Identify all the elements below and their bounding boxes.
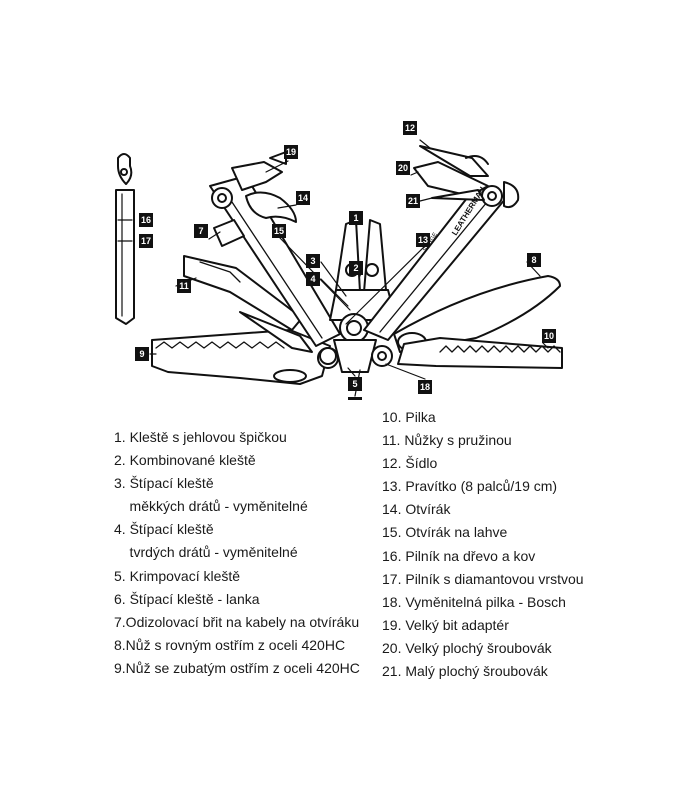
- callout-16: 16: [139, 213, 153, 227]
- legend-item: 11. Nůžky s pružinou: [382, 432, 512, 449]
- callout-2: 2: [349, 261, 363, 275]
- callout-box: [542, 329, 556, 343]
- callout-number: 10: [544, 331, 554, 341]
- callout-3: 3: [306, 254, 320, 268]
- legend-item: 6. Štípací kleště - lanka: [114, 590, 260, 607]
- scissors-illustration: [183, 255, 313, 353]
- legend-item: 5. Krimpovací kleště: [114, 567, 241, 584]
- legend-item: 21. Malý plochý šroubovák: [382, 663, 548, 680]
- legend-left-column: 1. Kleště s jehlovou špičkou 2. Kombinova…: [114, 426, 360, 680]
- callout-number: 18: [420, 382, 430, 392]
- callout-box: [272, 224, 286, 238]
- callout-number: 17: [141, 236, 151, 246]
- callout-9: 9: [135, 347, 149, 361]
- left-handle-illustration: [209, 151, 341, 347]
- legend-item: 16. Pilník na dřevo a kov: [382, 547, 536, 564]
- legend-item: 7.Odizolovací břit na kabely na otvíráku: [114, 613, 360, 630]
- callout-number: 14: [298, 193, 308, 203]
- legend-item: 8.Nůž s rovným ostřím z oceli 420HC: [114, 636, 346, 653]
- callout-box: [348, 397, 362, 400]
- callout-1: 1: [349, 211, 363, 225]
- callout-number: 5: [352, 379, 357, 389]
- callout-box: [139, 234, 153, 248]
- legend-item: 17. Pilník s diamantovou vrstvou: [382, 570, 584, 587]
- callout-box: [296, 191, 310, 205]
- legend-item: 19. Velký bit adaptér: [382, 616, 509, 633]
- callout-5: 5: [348, 377, 362, 391]
- callout-box: [416, 233, 430, 247]
- callout-6: 6: [348, 397, 362, 400]
- callout-number: 20: [398, 163, 408, 173]
- legend-item: 18. Vyměnitelná pilka - Bosch: [382, 593, 566, 610]
- file-tool-illustration: [115, 153, 135, 325]
- callout-box: [406, 194, 420, 208]
- callout-8: 8: [527, 253, 541, 267]
- legend-item: 15. Otvírák na lahve: [382, 524, 508, 541]
- callout-box: [306, 254, 320, 268]
- callout-18: 18: [418, 380, 432, 394]
- callout-box: [349, 211, 363, 225]
- legend-item: 20. Velký plochý šroubovák: [382, 639, 552, 656]
- callout-box: [403, 121, 417, 135]
- callout-box: [349, 261, 363, 275]
- callout-box: [284, 145, 298, 159]
- legend-item: 3. Štípací kleště: [114, 475, 214, 492]
- legend-item: 12. Šídlo: [382, 455, 438, 472]
- right-handle-illustration: [363, 181, 520, 341]
- callout-number: 2: [353, 263, 358, 273]
- callout-number: 4: [310, 274, 315, 284]
- legend-item: měkkých drátů - vyměnitelné: [114, 498, 308, 515]
- legend-item: 1. Kleště s jehlovou špičkou: [114, 429, 287, 445]
- callout-11: 11: [177, 279, 191, 293]
- callout-box: [418, 380, 432, 394]
- callout-number: 21: [408, 196, 418, 206]
- callout-number: 8: [531, 255, 536, 265]
- callout-box: [135, 347, 149, 361]
- callout-number: 12: [405, 123, 415, 133]
- callout-number: 15: [274, 226, 284, 236]
- callout-number: 19: [286, 147, 296, 157]
- callout-19: 19: [284, 145, 298, 159]
- callout-box: [139, 213, 153, 227]
- legend-item: tvrdých drátů - vyměnitelné: [114, 544, 298, 561]
- legend-right-column: 10. Pilka 11. Nůžky s pružinou 12. Šídlo 13…: [382, 406, 584, 683]
- callout-number: 16: [141, 215, 151, 225]
- callout-number: 9: [139, 349, 144, 359]
- callout-14: 14: [296, 191, 310, 205]
- callout-number: 3: [310, 256, 315, 266]
- callout-21: 21: [406, 194, 420, 208]
- callout-number: 1: [353, 213, 358, 223]
- callout-17: 17: [139, 234, 153, 248]
- multitool-diagram: LEATHERMAN SURGE 12345678910111213141516…: [115, 121, 563, 400]
- callout-7: 7: [194, 224, 208, 238]
- callout-20: 20: [396, 161, 410, 175]
- callout-group: 123456789101112131415161718192021: [135, 121, 556, 400]
- saw-illustration: [371, 337, 563, 369]
- legend-item: 2. Kombinované kleště: [114, 452, 256, 469]
- callout-box: [194, 224, 208, 238]
- callout-12: 12: [403, 121, 417, 135]
- callout-number: 11: [179, 281, 189, 291]
- callout-number: 7: [198, 226, 203, 236]
- awl-screwdriver-illustration: [413, 145, 489, 201]
- callout-4: 4: [306, 272, 320, 286]
- callout-15: 15: [272, 224, 286, 238]
- callout-box: [527, 253, 541, 267]
- callout-box: [348, 377, 362, 391]
- callout-box: [396, 161, 410, 175]
- callout-number: 6: [352, 399, 357, 400]
- legend-item: 13. Pravítko (8 palců/19 cm): [382, 478, 558, 495]
- legend-item: 14. Otvírák: [382, 501, 451, 518]
- legend-item: 9.Nůž se zubatým ostřím z oceli 420HC: [114, 659, 360, 676]
- callout-number: 13: [418, 235, 428, 245]
- legend-item: 10. Pilka: [382, 409, 436, 425]
- callout-10: 10: [542, 329, 556, 343]
- callout-box: [177, 279, 191, 293]
- callout-box: [306, 272, 320, 286]
- legend-item: 4. Štípací kleště: [114, 521, 214, 538]
- callout-13: 13: [416, 233, 430, 247]
